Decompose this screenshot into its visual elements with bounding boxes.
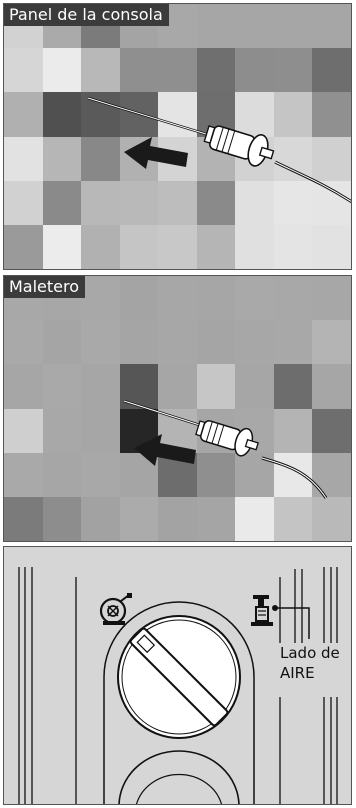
plug-insert-illustration xyxy=(4,276,352,542)
insert-direction-arrow xyxy=(134,434,196,466)
power-plug-icon xyxy=(194,415,261,460)
trunk-panel-illustration: Maletero xyxy=(3,275,352,542)
compressor-selector-illustration: Lado de AIRE xyxy=(3,546,352,805)
air-pump-icon xyxy=(251,595,273,626)
sealant-bottle-icon xyxy=(101,593,132,625)
power-plug-icon xyxy=(202,119,277,170)
insert-direction-arrow xyxy=(124,137,188,169)
air-side-label-line2: AIRE xyxy=(280,663,351,683)
console-panel-illustration: Panel de la consola xyxy=(3,3,352,270)
air-side-label-line1: Lado de xyxy=(280,643,351,663)
air-side-callout: Lado de AIRE xyxy=(277,643,351,697)
trunk-label: Maletero xyxy=(4,276,85,298)
selector-knob xyxy=(118,616,240,738)
plug-insert-illustration xyxy=(4,4,352,270)
console-panel-label: Panel de la consola xyxy=(4,4,169,26)
